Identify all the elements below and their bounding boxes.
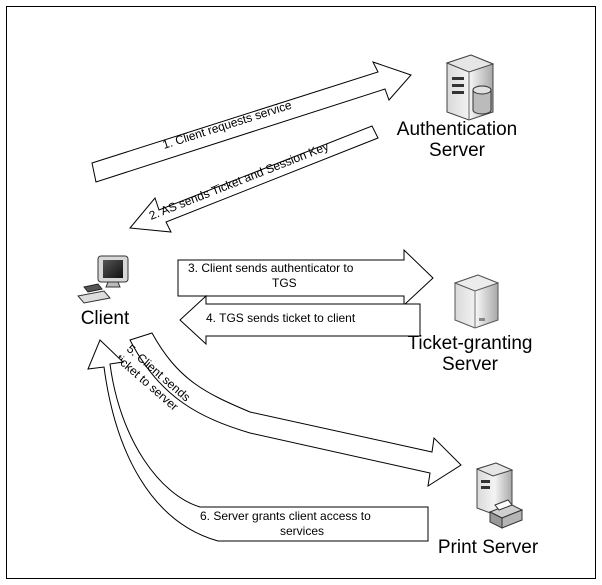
auth-server-label: Authentication Server: [392, 119, 522, 162]
message-3-label-line2: TGS: [272, 276, 297, 290]
arrow-auth-to-client: [129, 125, 379, 233]
print-server-label: Print Server: [437, 537, 539, 558]
server-with-database-icon: [445, 54, 495, 121]
arrow-client-to-auth: [91, 61, 412, 183]
desktop-computer-icon: [77, 255, 129, 304]
auth-server-label-line1: Authentication: [396, 119, 518, 140]
message-6-label-line1: 6. Server grants client access to: [200, 509, 371, 523]
auth-server-label-line2: Server: [429, 139, 485, 161]
tgs-label-line2: Server: [442, 353, 498, 375]
arrow-client-to-print: [129, 332, 462, 488]
server-tower-icon: [453, 274, 500, 329]
message-3-label-line1: 3. Client sends authenticator to: [188, 261, 354, 275]
tgs-label-line1: Ticket-granting: [407, 333, 533, 354]
arrow-client-to-tgs: [177, 248, 434, 307]
message-6-label-line2: services: [280, 524, 324, 538]
client-label: Client: [80, 308, 130, 329]
message-4-label: 4. TGS sends ticket to client: [206, 311, 356, 325]
arrow-print-to-client: [87, 339, 429, 542]
printer-server-icon: [475, 462, 524, 529]
arrow-tgs-to-client: [179, 294, 421, 346]
tgs-label: Ticket-granting Server: [400, 333, 540, 376]
